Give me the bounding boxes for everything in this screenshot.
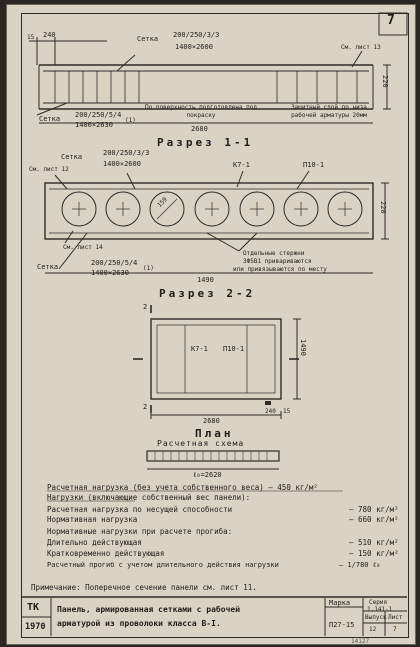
mesh-word-top: Сетка xyxy=(137,35,159,43)
bars-note-2: 3Ф5В1 привариваются xyxy=(243,258,312,265)
mesh-s1: 200/250/3/3 xyxy=(103,149,150,157)
scheme-title: Расчетная схема xyxy=(157,439,245,448)
series-label: Серия xyxy=(369,599,388,606)
mesh-left-size: 1400×2630 xyxy=(75,121,113,129)
mark-label: Марка xyxy=(329,599,351,607)
mesh2-suffix-s1: (1) xyxy=(143,265,154,272)
bars-note-1: Отдельные стержни xyxy=(243,250,305,257)
load-row-5-value: – 150 кг/м² xyxy=(349,549,399,558)
cover-note: Защитный слой до низа рабочей арматуры 2… xyxy=(291,104,367,119)
load-row-1-value: – 780 кг/м² xyxy=(349,505,399,514)
issue-value: 12 xyxy=(369,626,377,633)
dim-15: 15 xyxy=(27,34,35,41)
bars-note-3: или привязываются по месту xyxy=(233,266,327,273)
length-2680-top: 2680 xyxy=(191,125,208,133)
surface-note: По поверхность подготовлена под покраску xyxy=(145,104,257,119)
load-row-4-label: Длительно действующая xyxy=(47,538,142,547)
org-code: ТК xyxy=(27,602,40,613)
height-220-top: 220 xyxy=(381,75,389,88)
title-line-2: арматурой из проволоки класса В-I. xyxy=(57,619,221,628)
year: 1970 xyxy=(25,622,46,632)
cut-mark-2-bottom: 2 xyxy=(143,403,148,411)
mesh-left-suffix: (1) xyxy=(125,117,136,124)
dim-240-plan: 240 xyxy=(265,408,276,415)
section-2-title: Разрез 2-2 xyxy=(159,287,256,300)
mesh-left-word: Сетка xyxy=(39,115,61,123)
load-row-2-label: Нормативная нагрузка xyxy=(47,515,138,524)
drawing-sheet: 7 15 240 Сетка 200/250/3/3 1400×2600 См.… xyxy=(6,4,416,645)
height-1490-plan: 1490 xyxy=(299,339,307,356)
load-row-6-label: Расчетный прогиб с учетом длительного де… xyxy=(47,561,279,569)
p10-label-s1: П10-1 xyxy=(303,161,325,169)
load-row-1-label: Расчетная нагрузка по несущей способност… xyxy=(47,505,233,514)
mesh-left: 200/250/5/4 xyxy=(75,111,122,119)
mesh-word-s1: Сетка xyxy=(61,153,83,161)
p10-label-plan: П10-1 xyxy=(223,345,245,353)
load-line-2: Нагрузки (включающие собственный вес пан… xyxy=(47,493,251,502)
archive-number: 14127 xyxy=(351,638,370,645)
length-2680-plan: 2680 xyxy=(203,417,220,425)
dim-240: 240 xyxy=(43,31,56,39)
mesh2-word-s1: Сетка xyxy=(37,263,59,271)
load-row-5-label: Кратковременно действующая xyxy=(47,549,165,558)
ref-sheet-13: См. лист 13 xyxy=(341,44,381,51)
sheet-label: Лист xyxy=(388,614,403,621)
section-1-title: Разрез 1-1 xyxy=(157,136,254,149)
load-line-1: Расчетная нагрузка (без учета собственно… xyxy=(47,483,318,492)
mesh-size-top: 1400×2600 xyxy=(175,43,213,51)
drawing-note: Примечание: Поперечное сечение панели см… xyxy=(31,583,257,592)
width-1490-s1: 1490 xyxy=(197,276,214,284)
issue-label: Выпуск xyxy=(365,614,387,621)
plan-title: План xyxy=(195,427,234,440)
load-row-4-value: – 510 кг/м² xyxy=(349,538,399,547)
sheet-value: 7 xyxy=(393,626,397,633)
ref-sheet-14: См. лист 14 xyxy=(63,244,103,251)
k7-label-s1: К7-1 xyxy=(233,161,250,169)
load-row-6-value: – 1/780 ℓ₀ xyxy=(339,561,381,569)
title-line-1: Панель, армированная сетками с рабочей xyxy=(57,605,241,614)
drawing-frame xyxy=(21,13,409,638)
ref-sheet-12: См. лист 12 xyxy=(29,166,69,173)
scheme-span: ℓ₀=2620 xyxy=(193,471,222,479)
series-value: 1.141-1 xyxy=(367,606,393,613)
sheet-number: 7 xyxy=(387,13,395,28)
load-row-3-label: Нормативные нагрузки при расчете прогиба… xyxy=(47,527,233,536)
drawing-lines xyxy=(21,12,408,636)
load-row-2-value: – 660 кг/м² xyxy=(349,515,399,524)
mesh-main-top: 200/250/3/3 xyxy=(173,31,220,39)
mesh2-size-s1: 1400×2630 xyxy=(91,269,129,277)
cut-mark-2-top: 2 xyxy=(143,303,148,311)
mark-value: П27-15 xyxy=(329,621,355,629)
mesh-size-s1: 1400×2600 xyxy=(103,160,141,168)
mesh2-s1: 200/250/5/4 xyxy=(91,259,138,267)
k7-label-plan: К7-1 xyxy=(191,345,208,353)
height-220-s1: 220 xyxy=(379,201,387,214)
dim-15-plan: 15 xyxy=(283,408,291,415)
